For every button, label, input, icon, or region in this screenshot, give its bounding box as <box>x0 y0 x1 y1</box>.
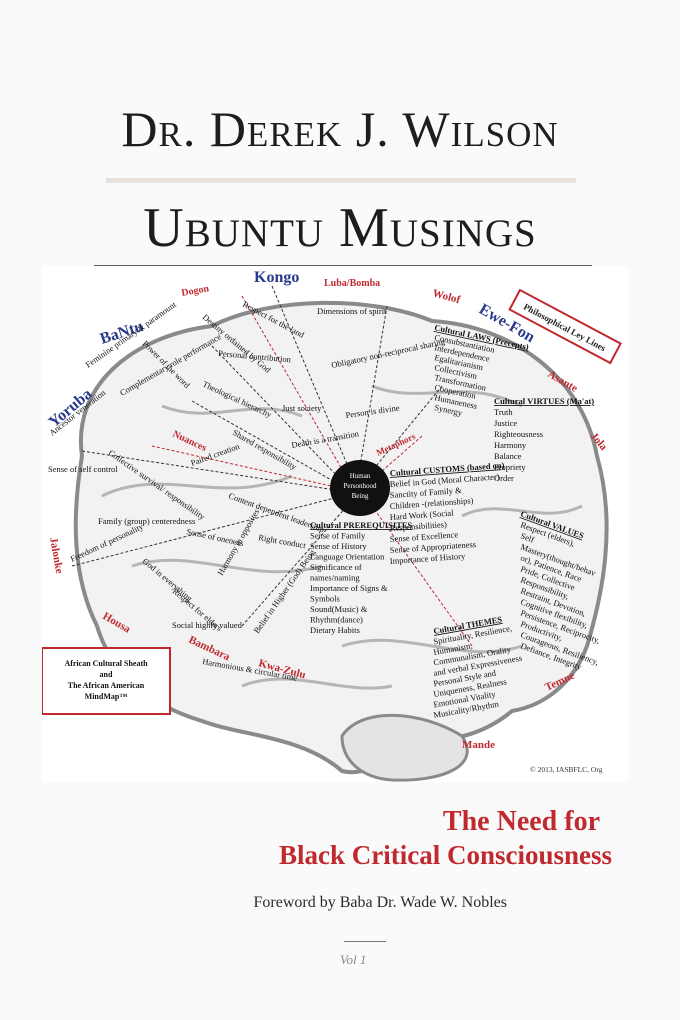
concept-label: Sense of self control <box>48 464 118 474</box>
column-item: Sound(Music) & <box>310 604 368 614</box>
concept-label: Dimensions of spirit <box>317 306 387 316</box>
column-item: Sense of Excellence <box>389 529 458 544</box>
volume-label: Vol 1 <box>340 952 367 967</box>
book-title: Ubuntu Musings <box>143 197 537 259</box>
column-item: Righteousness <box>494 429 543 439</box>
divider <box>106 178 576 183</box>
sheath-label: and <box>100 670 113 679</box>
column-item: Self <box>519 530 535 544</box>
column-item: Hard Work (Social <box>389 508 454 522</box>
column-title: Cultural PREREQUISITES <box>310 520 413 530</box>
foreword-credit: Foreword by Baba Dr. Wade W. Nobles <box>253 894 508 911</box>
column-item: Symbols <box>310 594 340 604</box>
people-label: Dogon <box>181 283 211 299</box>
column-item: Sense of Family <box>310 531 366 541</box>
sheath-label: African Cultural Sheath <box>64 659 148 668</box>
column-title: Cultural VIRTUES (Ma'at) <box>494 396 594 406</box>
column-item: Order <box>494 473 514 483</box>
sheath-label: The African American <box>68 681 145 690</box>
concept-label: Social highly valued <box>172 620 243 630</box>
people-label: Mande <box>462 739 495 751</box>
center-label: Personhood <box>343 482 377 490</box>
people-label: Kongo <box>254 269 299 286</box>
author-name: Dr. Derek J. Wilson <box>121 101 559 157</box>
copyright-text: © 2013, IASBFLC, Org <box>530 765 603 774</box>
column-item: Truth <box>494 407 513 417</box>
people-label: Luba/Bomba <box>324 278 380 289</box>
subtitle-line-1: The Need for <box>442 806 600 837</box>
column-item: Responsibilities) <box>389 519 447 533</box>
column-item: Language Orientation <box>310 552 385 562</box>
column-item: Justice <box>494 418 517 428</box>
column-item: names/naming <box>310 573 360 583</box>
divider <box>344 941 386 942</box>
column-item: Balance <box>494 451 522 461</box>
concept-label: Family (group) centeredness <box>98 516 195 526</box>
column-item: Sense of History <box>310 541 367 551</box>
column-item: Significance of <box>310 562 362 572</box>
center-label: Being <box>352 492 369 500</box>
column-item: Propriety <box>494 462 526 472</box>
subtitle-line-2: Black Critical Consciousness <box>278 840 612 870</box>
concept-label: Just society <box>282 403 322 413</box>
sheath-label: MindMap™ <box>85 692 128 701</box>
column-item: Importance of Signs & <box>310 583 388 593</box>
column-item: Dietary Habits <box>310 625 360 635</box>
column-item: Rhythm(dance) <box>310 615 363 625</box>
brain-mind-map: Human Personhood Being Kongo BaNtu Yorub… <box>42 266 628 782</box>
center-label: Human <box>350 472 371 480</box>
column-item: Harmony <box>494 440 527 450</box>
